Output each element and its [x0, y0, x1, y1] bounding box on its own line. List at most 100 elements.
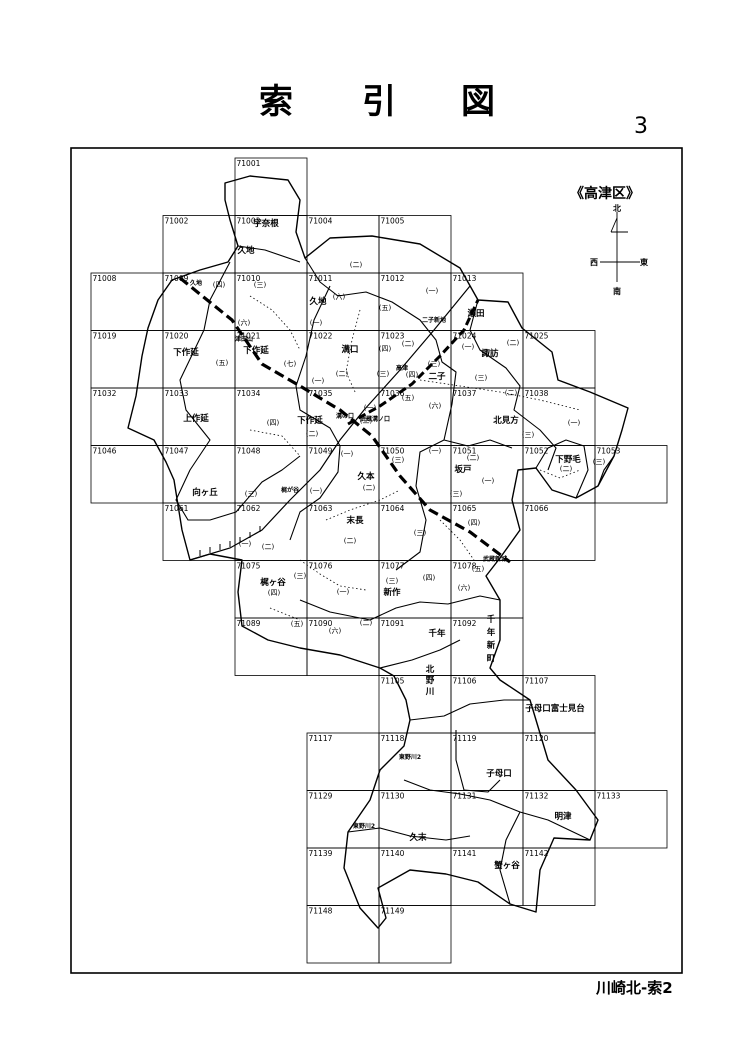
- sheet-id-label: 71035: [309, 389, 333, 398]
- sheet-id-label: 71129: [309, 792, 333, 801]
- chome-number-label: (二): [306, 430, 319, 438]
- sheet-id-label: 71139: [309, 849, 333, 858]
- chome-labels: (四) (三) (二) (六) (一) (五) (六) (一) (五) (七) (四) (二) (一) (…: [213, 261, 606, 635]
- district-line: [443, 299, 557, 471]
- area-name-label: 町: [487, 654, 496, 664]
- area-name-label: 下野毛: [555, 454, 581, 465]
- chome-number-label: (七): [284, 359, 297, 368]
- area-name-label: 上作延: [183, 413, 209, 424]
- compass-south: 南: [613, 286, 621, 296]
- sheet-id-label: 71062: [237, 504, 261, 513]
- area-name-label: 久地: [236, 245, 255, 256]
- chome-number-label: (五): [472, 565, 485, 573]
- sheet-id-label: 71003: [237, 217, 261, 226]
- chome-number-label: (四): [268, 589, 281, 597]
- sheet-id-label: 71036: [381, 389, 405, 398]
- chome-line: [249, 295, 581, 621]
- chome-number-label: (二): [262, 543, 275, 551]
- sheet-id-label: 71105: [381, 677, 405, 686]
- area-name-label: 明津: [554, 811, 572, 822]
- sheet-id-label: 71052: [525, 447, 549, 456]
- sheet-id-label: 71038: [525, 389, 549, 398]
- railway-line: [347, 299, 480, 426]
- area-name-label: 野: [426, 676, 435, 686]
- sheet-id-label: 71047: [165, 447, 189, 456]
- area-name-label: 川: [425, 687, 435, 697]
- chome-number-label: (四): [406, 371, 419, 379]
- area-name-label: 下作延: [173, 347, 199, 358]
- chome-number-label: (四): [267, 419, 280, 427]
- chome-number-label: (一): [482, 477, 495, 485]
- chome-number-label: (二): [363, 484, 376, 492]
- area-name-label: 久末: [408, 832, 427, 843]
- area-name-label: 瀬田: [467, 308, 484, 319]
- sheet-id-label: 71090: [309, 619, 333, 628]
- station-label: 東野川2: [353, 822, 375, 830]
- compass-north: 北: [613, 203, 621, 213]
- sheet-id-label: 71001: [237, 159, 261, 168]
- area-name-label: 諏訪: [481, 348, 499, 359]
- compass: 北 南 西 東: [590, 203, 648, 296]
- ward-boundary: [127, 175, 629, 929]
- area-name-label: 北見方: [493, 415, 519, 426]
- station-label: 武蔵溝ノ口: [360, 415, 390, 423]
- rail-labels: 溝の口武蔵溝ノ口二子新地高津梶が谷津田山久地武蔵新城東野川2東野川2: [190, 279, 507, 830]
- chome-number-label: (三): [475, 374, 488, 382]
- sheet-id-label: 71051: [453, 447, 477, 456]
- sheet-id-label: 71011: [309, 274, 333, 283]
- chome-number-label: (四): [468, 519, 481, 527]
- chome-number-label: (六): [333, 292, 346, 301]
- area-name-label: 蟹ヶ谷: [493, 860, 520, 871]
- station-label: 高津: [396, 364, 408, 372]
- station-label: 武蔵新城: [483, 555, 507, 563]
- sheet-id-label: 71091: [381, 619, 405, 628]
- chome-number-label: (五): [402, 394, 415, 402]
- area-name-label: 新: [487, 640, 496, 651]
- title-char-1: 索: [259, 82, 293, 122]
- district-line: [175, 245, 301, 521]
- chome-number-label: (二): [360, 619, 373, 627]
- chome-number-label: (三): [392, 456, 405, 464]
- chome-number-label: (三): [254, 281, 267, 289]
- sheet-id-label: 71141: [453, 849, 477, 858]
- station-label: 津田山: [235, 335, 253, 343]
- chome-number-label: (二): [360, 417, 373, 425]
- chome-number-label: (四): [213, 281, 226, 289]
- chome-number-label: (一): [337, 588, 350, 596]
- area-name-label: 下作延: [297, 415, 323, 426]
- area-name-label: 久本: [356, 471, 375, 482]
- sheet-id-label: 71019: [93, 332, 117, 341]
- district-line: [347, 811, 521, 905]
- district-line: [403, 699, 591, 841]
- sheet-id-label: 71024: [453, 332, 477, 341]
- chome-number-label: (五): [291, 620, 304, 628]
- station-label: 梶が谷: [281, 486, 300, 494]
- area-name-label: 久地: [308, 296, 327, 307]
- chome-number-label: (一): [426, 287, 439, 295]
- sheet-id-label: 71013: [453, 274, 477, 283]
- sheet-id-label: 71131: [453, 792, 477, 801]
- sheet-id-label: 71130: [381, 792, 405, 801]
- chome-number-label: (二): [560, 465, 573, 473]
- sheet-id-label: 71010: [237, 274, 261, 283]
- area-name-label: 子母口富士見台: [525, 703, 585, 714]
- area-name-label: 北: [426, 664, 435, 675]
- title-char-3: 図: [461, 82, 495, 122]
- sheet-id-label: 71118: [381, 734, 405, 743]
- chome-number-label: (三): [428, 360, 441, 368]
- district-line: [535, 439, 615, 499]
- area-name-label: 向ヶ丘: [192, 487, 218, 498]
- chome-number-label: (六): [429, 401, 442, 410]
- railway-line: [178, 276, 511, 564]
- sheet-id-label: 71140: [381, 849, 405, 858]
- chome-number-label: (二): [336, 370, 349, 378]
- sheet-id-label: 71005: [381, 217, 405, 226]
- sheet-id-label: 71106: [453, 677, 477, 686]
- sheet-id-label: 71033: [165, 389, 189, 398]
- sheet-id-label: 71117: [309, 734, 333, 743]
- sheet-id-label: 71077: [381, 562, 405, 571]
- area-labels: 宇奈根久地久地瀬田下作延下作延溝口諏訪二子上作延下作延北見方下野毛坂戸久本向ヶ丘…: [173, 218, 585, 871]
- sheet-id-label: 71032: [93, 389, 117, 398]
- chome-number-label: (三): [245, 490, 258, 498]
